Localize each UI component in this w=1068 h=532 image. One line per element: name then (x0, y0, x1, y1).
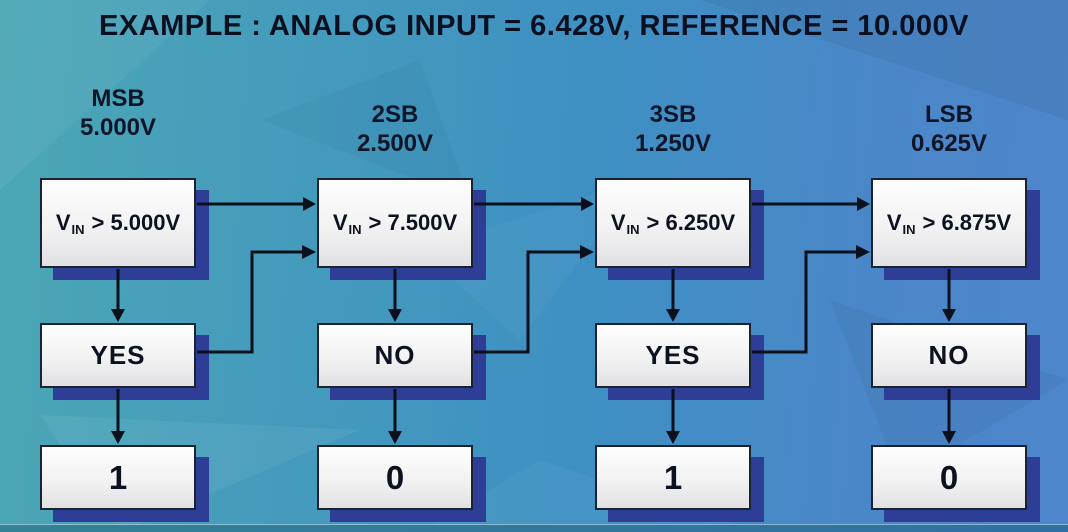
bit-value-box-3sb: 1 (595, 445, 751, 510)
comparison-condition: > 7.500V (368, 210, 458, 235)
decision-box-msb: YES (40, 323, 196, 388)
bit-name-label: 3SB (649, 101, 697, 128)
vin-subscript: IN (348, 221, 362, 237)
bit-name-label: 2SB (371, 101, 419, 128)
decision-box-3sb: YES (595, 323, 751, 388)
trial-voltage-label: 1.250V (634, 130, 712, 157)
comparison-condition: > 6.875V (922, 210, 1012, 235)
bit-value-box-2sb: 0 (317, 445, 473, 510)
decision-box-2sb: NO (317, 323, 473, 388)
vin-symbol: V (55, 210, 71, 235)
vin-subscript: IN (902, 221, 916, 237)
bottom-edge-strip (0, 524, 1068, 532)
trial-voltage-label: 2.500V (356, 130, 434, 157)
vin-symbol: V (886, 210, 902, 235)
decision-box-lsb: NO (871, 323, 1027, 388)
bit-name-label: LSB (925, 101, 973, 128)
trial-voltage-label: 5.000V (79, 114, 157, 141)
bit-name-label: MSB (91, 85, 145, 112)
comparison-condition: > 5.000V (91, 210, 181, 235)
bit-value-box-msb: 1 (40, 445, 196, 510)
diagram-title: EXAMPLE : ANALOG INPUT = 6.428V, REFEREN… (99, 10, 969, 42)
column-header-msb: MSB 5.000V (38, 84, 198, 142)
column-header-lsb: LSB 0.625V (869, 100, 1029, 158)
vin-symbol: V (332, 210, 348, 235)
vin-symbol: V (610, 210, 626, 235)
bit-value-box-lsb: 0 (871, 445, 1027, 510)
comparison-condition: > 6.250V (646, 210, 736, 235)
column-header-2sb: 2SB 2.500V (315, 100, 475, 158)
vin-subscript: IN (71, 221, 85, 237)
column-header-3sb: 3SB 1.250V (593, 100, 753, 158)
vin-subscript: IN (626, 221, 640, 237)
trial-voltage-label: 0.625V (910, 130, 988, 157)
